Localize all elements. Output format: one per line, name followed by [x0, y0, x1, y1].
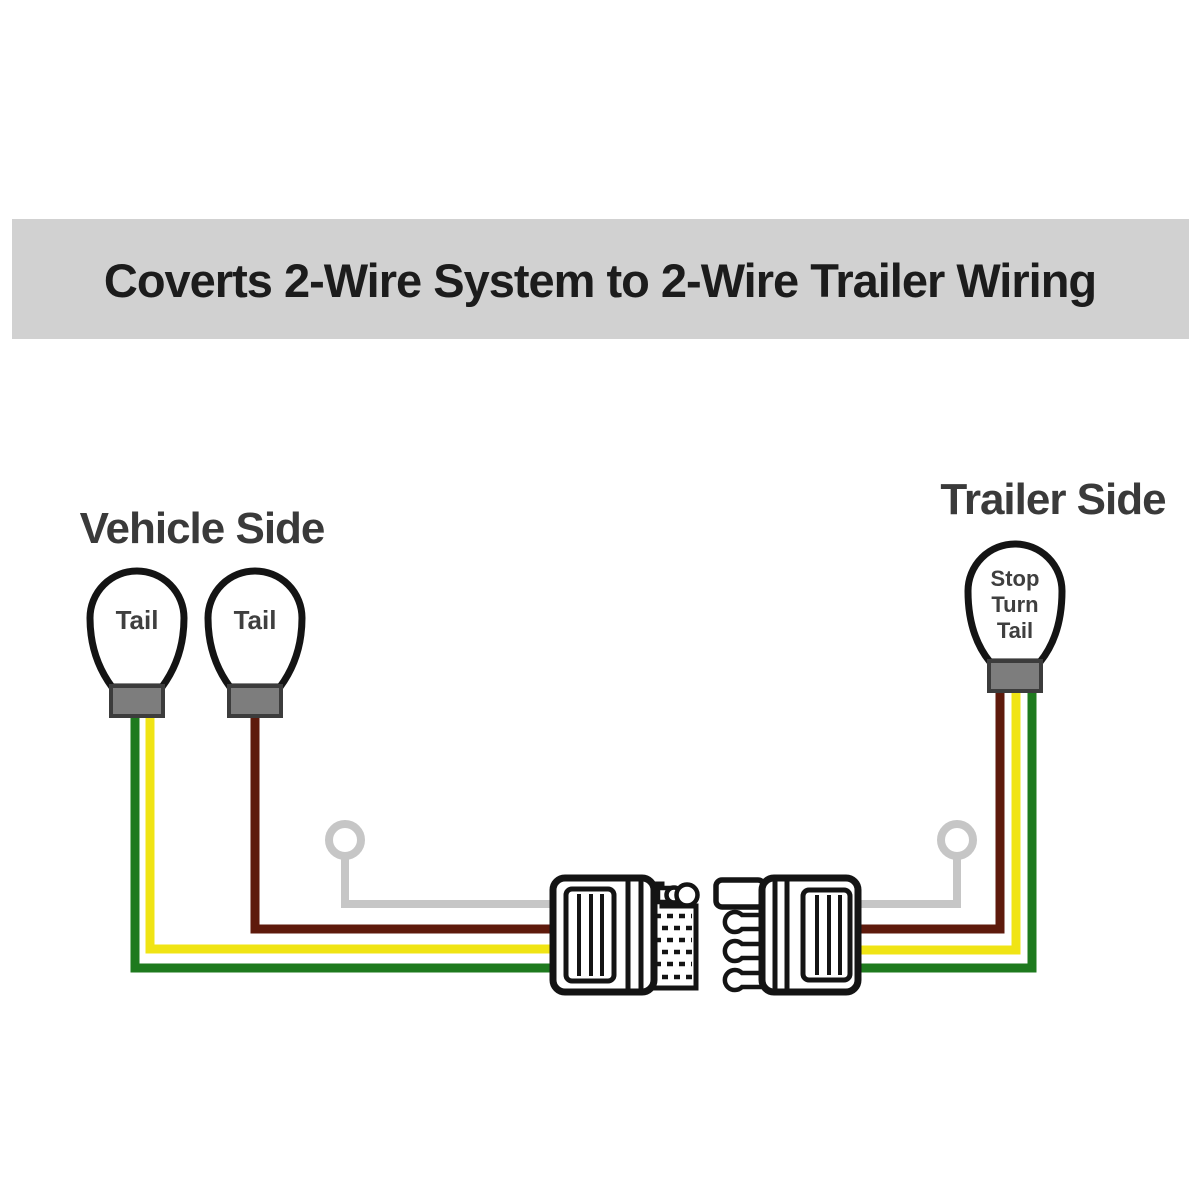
vehicle-bulb-2	[204, 567, 306, 691]
vehicle-bulb-1-base	[109, 684, 165, 718]
trailer-connector-socket-tab	[713, 877, 767, 910]
ground-wire-trailer	[820, 856, 961, 908]
brown-wire-vehicle	[250, 700, 600, 934]
ground-wire-vehicle	[341, 856, 600, 908]
vehicle-connector	[549, 874, 700, 996]
trailer-connector-prong-3	[722, 967, 765, 993]
yellow-wire-trailer	[820, 668, 1021, 955]
brown-wire-trailer	[820, 668, 1005, 934]
trailer-connector-prong-1	[722, 909, 765, 935]
ground-ring-terminal-trailer	[937, 820, 977, 860]
trailer-connector	[713, 874, 862, 996]
trailer-bulb-label-tail: Tail	[997, 618, 1033, 643]
green-wire-vehicle	[130, 700, 600, 973]
ground-ring-terminal-vehicle	[325, 820, 365, 860]
trailer-bulb-label-turn: Turn	[991, 592, 1038, 617]
green-wire-trailer	[820, 668, 1037, 973]
vehicle-bulb-1	[86, 567, 188, 691]
trailer-side-label: Trailer Side	[940, 475, 1165, 524]
title-banner	[12, 219, 1189, 339]
yellow-wire-vehicle	[145, 700, 600, 954]
vehicle-side-label: Vehicle Side	[80, 504, 325, 553]
banner-title: Coverts 2-Wire System to 2-Wire Trailer …	[104, 254, 1096, 307]
trailer-bulb-label-stop: Stop	[991, 566, 1040, 591]
vehicle-bulb-2-base	[227, 684, 283, 718]
vehicle-connector-pin-tip	[674, 882, 700, 908]
vehicle-bulb-1-label: Tail	[116, 605, 159, 635]
trailer-bulb-base	[987, 659, 1043, 693]
vehicle-bulb-2-label: Tail	[234, 605, 277, 635]
trailer-connector-grip	[800, 887, 853, 983]
trailer-connector-prong-2	[722, 938, 765, 964]
trailer-bulb	[964, 540, 1066, 666]
